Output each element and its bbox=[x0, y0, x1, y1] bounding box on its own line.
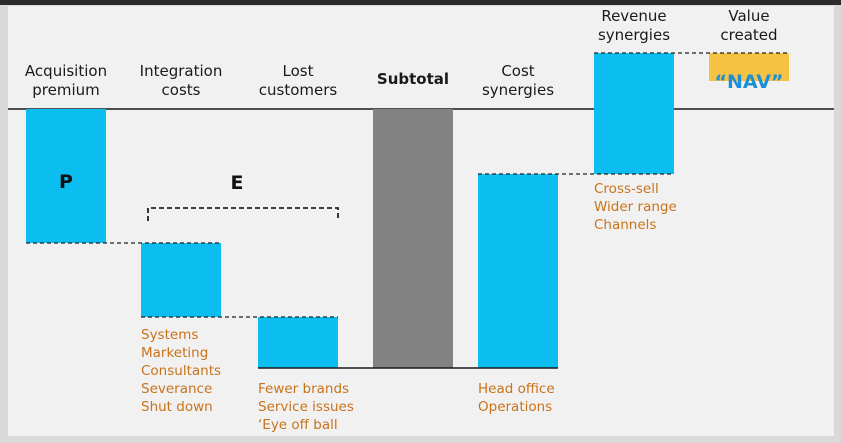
bar-label: “NAV” bbox=[715, 71, 784, 93]
annotation-note: Consultants bbox=[141, 363, 221, 379]
category-label: costs bbox=[162, 81, 201, 99]
bar-4 bbox=[373, 109, 453, 368]
annotation-note: Cross-sell bbox=[594, 181, 659, 197]
annotation-note: Head office bbox=[478, 381, 555, 397]
category-label: Integration bbox=[140, 62, 223, 80]
bracket-label: E bbox=[231, 172, 244, 194]
bar-label: P bbox=[59, 171, 73, 193]
annotation-note: Severance bbox=[141, 381, 212, 397]
top-border bbox=[0, 0, 841, 5]
category-label: Subtotal bbox=[377, 70, 449, 88]
annotation-note: ‘Eye off ball bbox=[258, 417, 338, 433]
annotation-note: Marketing bbox=[141, 345, 208, 361]
category-label: Cost bbox=[501, 62, 534, 80]
category-label: customers bbox=[259, 81, 338, 99]
annotation-note: Operations bbox=[478, 399, 552, 415]
annotation-note: Wider range bbox=[594, 199, 677, 215]
bar-3 bbox=[258, 317, 338, 368]
bracket bbox=[147, 207, 339, 221]
bar-1 bbox=[26, 109, 106, 243]
bar-2 bbox=[141, 243, 221, 317]
category-label: Acquisition bbox=[25, 62, 107, 80]
category-label: created bbox=[720, 26, 777, 44]
annotation-note: Systems bbox=[141, 327, 198, 343]
bar-6 bbox=[594, 53, 674, 174]
category-label: Lost bbox=[283, 62, 314, 80]
category-label: premium bbox=[32, 81, 100, 99]
annotation-note: Channels bbox=[594, 217, 656, 233]
category-label: synergies bbox=[598, 26, 670, 44]
annotation-note: Shut down bbox=[141, 399, 213, 415]
bar-7 bbox=[709, 53, 789, 81]
bar-5 bbox=[478, 174, 558, 368]
category-label: Revenue bbox=[601, 7, 666, 25]
annotation-note: Fewer brands bbox=[258, 381, 349, 397]
annotation-note: Service issues bbox=[258, 399, 354, 415]
category-label: Value bbox=[728, 7, 769, 25]
category-label: synergies bbox=[482, 81, 554, 99]
